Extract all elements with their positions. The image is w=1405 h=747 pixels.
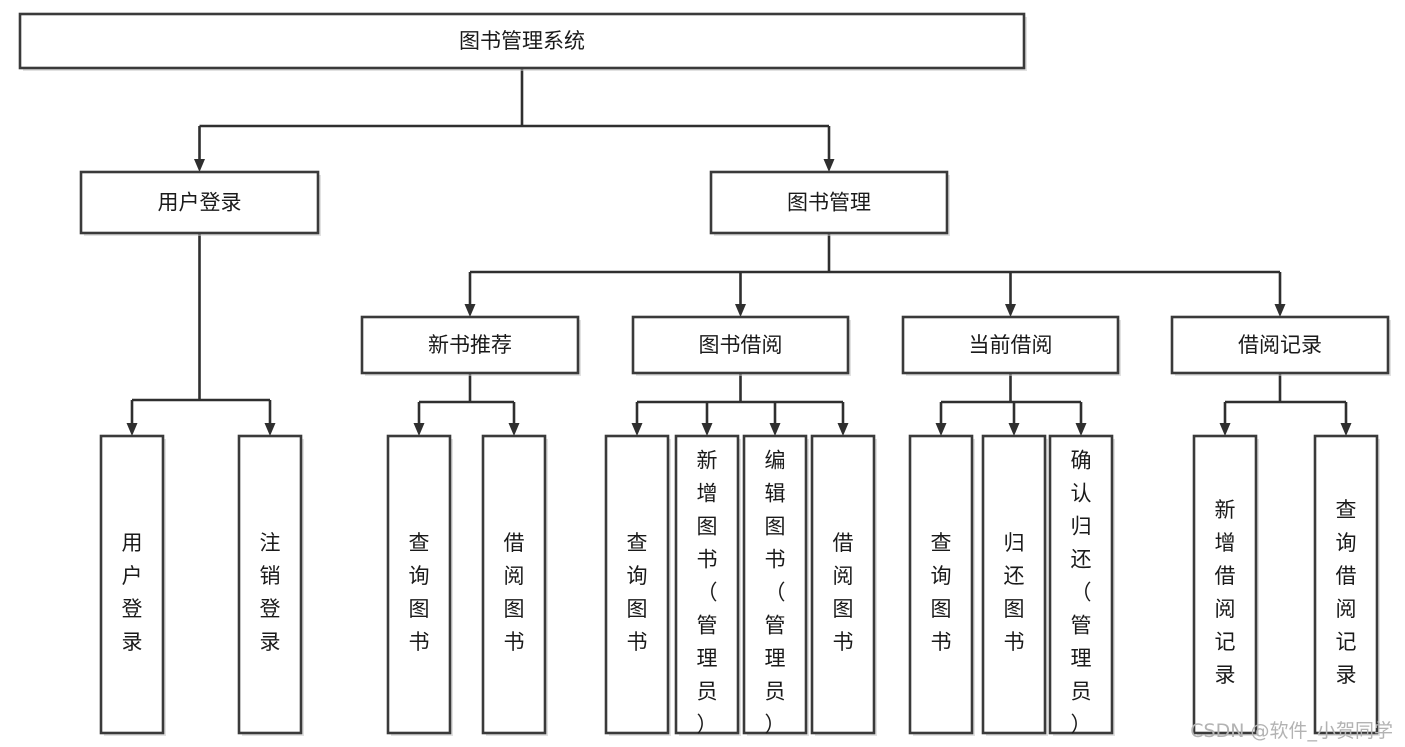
node-level1-1[interactable]: 图书管理 <box>709 170 950 236</box>
arrow-head-icon <box>413 423 425 436</box>
node-leaf-1[interactable]: 注销登录 <box>237 434 304 736</box>
arrow-head-icon <box>935 423 947 436</box>
arrow-head-icon <box>126 423 138 436</box>
arrow-head-icon <box>1075 423 1087 436</box>
node-leaf-3[interactable]: 借阅图书 <box>481 434 548 736</box>
node-boxes-layer: 图书管理系统用户登录图书管理新书推荐图书借阅当前借阅借阅记录用户登录注销登录查询… <box>18 12 1391 737</box>
node-label: 新增图书（管理员） <box>697 449 718 737</box>
arrow-head-icon <box>735 304 746 317</box>
node-level2-3[interactable]: 借阅记录 <box>1170 315 1391 376</box>
arrow-head-icon <box>769 423 781 436</box>
node-label: 确认归还（管理员） <box>1071 449 1092 737</box>
node-leaf-8[interactable]: 查询图书 <box>908 434 975 736</box>
node-leaf-9[interactable]: 归还图书 <box>981 434 1048 736</box>
node-label: 归还图书 <box>1004 531 1025 654</box>
node-leaf-5[interactable]: 新增图书（管理员） <box>674 434 741 737</box>
node-leaf-4[interactable]: 查询图书 <box>604 434 671 736</box>
node-leaf-6[interactable]: 编辑图书（管理员） <box>742 434 809 737</box>
arrow-head-icon <box>1008 423 1020 436</box>
node-leaf-12[interactable]: 查询借阅记录 <box>1313 434 1380 736</box>
node-label: 新书推荐 <box>428 333 512 357</box>
watermark-text: CSDN @软件_小贺同学 <box>1190 720 1393 742</box>
arrow-head-icon <box>194 159 205 172</box>
node-label: 查询图书 <box>931 531 952 654</box>
node-root-book-management-system[interactable]: 图书管理系统 <box>18 12 1027 71</box>
node-label: 图书借阅 <box>699 333 783 357</box>
arrow-head-icon <box>508 423 520 436</box>
arrow-head-icon <box>1340 423 1352 436</box>
node-label: 图书管理系统 <box>459 29 585 53</box>
node-leaf-7[interactable]: 借阅图书 <box>810 434 877 736</box>
node-level1-0[interactable]: 用户登录 <box>79 170 321 236</box>
node-label: 查询借阅记录 <box>1336 498 1357 687</box>
node-level2-0[interactable]: 新书推荐 <box>360 315 581 376</box>
node-leaf-0[interactable]: 用户登录 <box>99 434 166 736</box>
node-leaf-2[interactable]: 查询图书 <box>386 434 453 736</box>
node-level2-1[interactable]: 图书借阅 <box>631 315 851 376</box>
connector-lines-layer <box>126 68 1352 436</box>
node-leaf-10[interactable]: 确认归还（管理员） <box>1048 434 1115 737</box>
node-label: 借阅图书 <box>833 531 854 654</box>
node-label: 当前借阅 <box>969 333 1053 357</box>
arrow-head-icon <box>631 423 643 436</box>
node-label: 用户登录 <box>158 191 242 215</box>
node-label: 编辑图书（管理员） <box>765 449 786 737</box>
arrow-head-icon <box>1005 304 1016 317</box>
node-label: 新增借阅记录 <box>1215 498 1236 687</box>
arrow-head-icon <box>1219 423 1231 436</box>
arrow-head-icon <box>1274 304 1286 317</box>
node-label: 用户登录 <box>122 531 143 654</box>
arrow-head-icon <box>701 423 713 436</box>
arrow-head-icon <box>837 423 849 436</box>
node-label: 查询图书 <box>627 531 648 654</box>
node-label: 图书管理 <box>787 191 871 215</box>
node-label: 借阅图书 <box>504 531 525 654</box>
node-label: 查询图书 <box>409 531 430 654</box>
node-level2-2[interactable]: 当前借阅 <box>901 315 1121 376</box>
node-label: 注销登录 <box>260 531 281 654</box>
arrow-head-icon <box>823 159 835 172</box>
arrow-head-icon <box>464 304 476 317</box>
node-leaf-11[interactable]: 新增借阅记录 <box>1192 434 1259 736</box>
arrow-head-icon <box>264 423 276 436</box>
node-label: 借阅记录 <box>1238 333 1322 357</box>
